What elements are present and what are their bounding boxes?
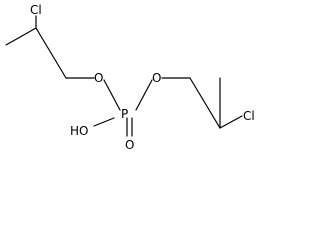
bond-p-oh (93, 117, 115, 127)
bond-o-p-left (103, 79, 121, 111)
atom-o-left: O (94, 71, 103, 85)
bond-ch-ch2-left (35, 27, 67, 79)
bond-ch2-ch-right (189, 77, 221, 129)
atom-cl-right: Cl (243, 109, 255, 123)
molecule-diagram: Cl O P O HO O Cl (5, 3, 255, 152)
structure-drawing: Cl O P O HO O Cl (5, 3, 255, 152)
bond-methyl-ch-left (5, 27, 37, 46)
atom-p: P (121, 107, 128, 121)
atom-ho: HO (70, 124, 88, 138)
bond-ch-cl-right (219, 115, 243, 129)
atom-o-right: O (152, 71, 161, 85)
bond-p-o-right (135, 79, 153, 111)
atom-o-double: O (125, 138, 134, 152)
atom-cl-left: Cl (30, 3, 42, 17)
